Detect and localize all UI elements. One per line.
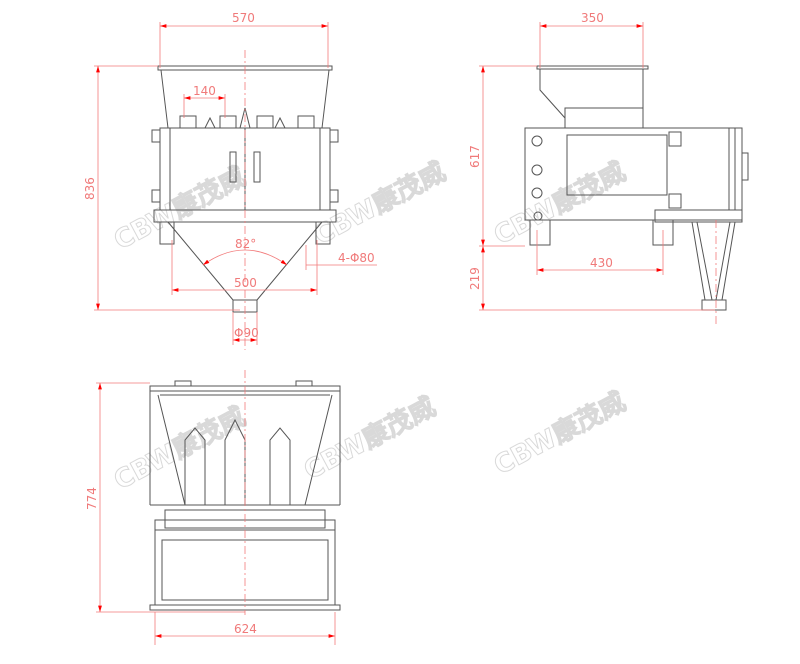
dim-feet: 4-Φ80 bbox=[338, 251, 375, 265]
dim-width-top: 570 bbox=[232, 11, 255, 25]
dim-leg-height: 219 bbox=[468, 267, 482, 290]
dim-outlet: Φ90 bbox=[234, 326, 259, 340]
dim-cone-angle: 82° bbox=[235, 237, 256, 251]
side-view: 350 617 219 430 bbox=[468, 11, 749, 325]
dim-top-width: 624 bbox=[234, 622, 257, 636]
dim-pitch: 140 bbox=[193, 84, 216, 98]
dim-top-depth: 774 bbox=[85, 487, 99, 510]
watermark: CBW康茂威 bbox=[489, 156, 631, 251]
dim-foot-span: 500 bbox=[234, 276, 257, 290]
watermark: CBW康茂威 bbox=[109, 161, 251, 256]
dim-side-foot-span: 430 bbox=[590, 256, 613, 270]
dim-height-total: 836 bbox=[83, 177, 97, 200]
front-view: 570 836 140 82° 500 4-Φ80 Φ90 bbox=[83, 11, 377, 350]
watermarks: CBW康茂威 CBW康茂威 CBW康茂威 CBW康茂威 CBW康茂威 CBW康茂… bbox=[108, 156, 631, 497]
dim-depth-top: 350 bbox=[581, 11, 604, 25]
watermark: CBW康茂威 bbox=[299, 391, 441, 486]
dim-body-height: 617 bbox=[468, 145, 482, 168]
watermark: CBW康茂威 bbox=[489, 386, 631, 481]
top-view: 774 624 bbox=[85, 370, 341, 645]
